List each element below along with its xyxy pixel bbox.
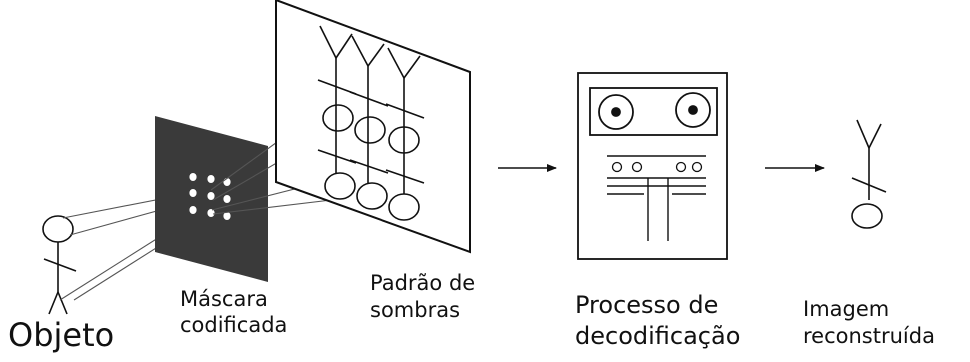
shadow-label-line1: Padrão de <box>370 271 476 295</box>
decoder-reels <box>589 87 718 136</box>
mask-apertures <box>189 173 231 220</box>
reconstructed-label-line1: Imagem <box>803 297 890 321</box>
decoding-label-line1: Processo de <box>575 291 719 319</box>
shadow-figures <box>317 25 425 221</box>
decoding-label-line2: decodificação <box>575 322 741 351</box>
reconstructed-label-line2: reconstruída <box>803 324 935 349</box>
decoder-body <box>577 72 728 260</box>
shadow-pattern-label: Padrão de sombras <box>370 270 475 325</box>
reconstructed-label: Imagem reconstruída <box>803 296 935 351</box>
decoder-device <box>577 72 728 260</box>
screen-panel <box>275 0 471 254</box>
object-figure <box>42 215 77 315</box>
mask-label-line1: Máscara <box>180 287 268 311</box>
shadow-label-line2: sombras <box>370 298 461 323</box>
coded-mask <box>155 116 268 282</box>
decoding-label: Processo de decodificação <box>575 290 740 352</box>
mask-label: Máscara codificada <box>180 286 287 339</box>
shadow-screen <box>275 0 471 254</box>
object-label-text: Objeto <box>8 316 115 354</box>
reconstructed-figure <box>851 119 887 229</box>
mask-label-line2: codificada <box>180 313 288 338</box>
object-label: Objeto <box>8 316 114 355</box>
